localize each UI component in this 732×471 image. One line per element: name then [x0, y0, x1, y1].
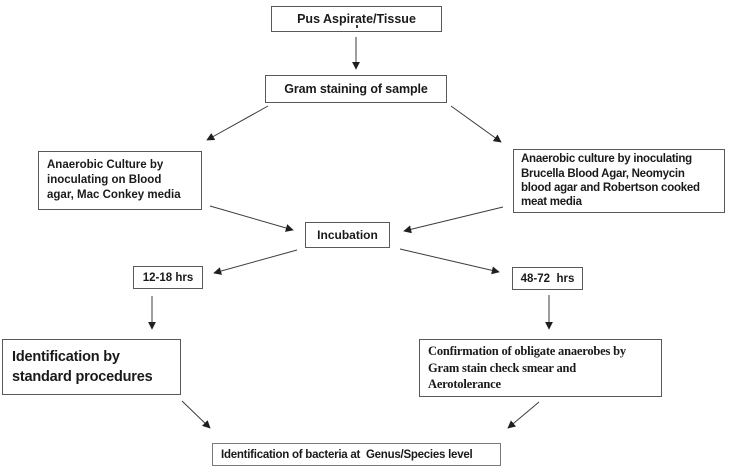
- genus-species-identification-label: Identification of bacteria at Genus/Spec…: [221, 448, 473, 461]
- gram-staining-label: Gram staining of sample: [284, 82, 428, 96]
- anaerobic-media-culture-label: Anaerobic culture by inoculating Brucell…: [521, 153, 700, 209]
- incubation-box: Incubation: [305, 222, 390, 248]
- anaerobic-media-culture-box: Anaerobic culture by inoculating Brucell…: [513, 149, 725, 213]
- duration-48-72-hrs-box: 48-72 hrs: [512, 267, 583, 290]
- confirmation-anaerobes-box: Confirmation of obligate anaerobes by Gr…: [419, 339, 662, 397]
- blood-agar-culture-box: Anaerobic Culture by inoculating on Bloo…: [38, 151, 202, 210]
- arrow-incubation-to-12-18: [213, 249, 298, 275]
- incubation-label: Incubation: [317, 228, 378, 242]
- identification-standard-label: Identification by standard procedures: [12, 348, 153, 385]
- arrow-confirmation-to-genus: [507, 401, 540, 429]
- arrow-gram-to-left-culture: [206, 105, 269, 141]
- duration-48-72-hrs-label: 48-72 hrs: [520, 272, 575, 285]
- duration-12-18-hrs-box: 12-18 hrs: [133, 266, 203, 289]
- arrow-left-culture-to-incubation: [209, 205, 294, 232]
- arrow-gram-to-right-culture: [450, 105, 502, 143]
- arrow-identification-to-genus: [181, 400, 211, 429]
- confirmation-anaerobes-label: Confirmation of obligate anaerobes by Gr…: [428, 343, 626, 392]
- genus-species-identification-box: Identification of bacteria at Genus/Spec…: [212, 443, 501, 466]
- pus-aspirate-label: Pus Aspirate/Tissue: [297, 12, 416, 26]
- pus-aspirate-box: Pus Aspirate/Tissue: [271, 6, 442, 32]
- gram-staining-box: Gram staining of sample: [265, 75, 447, 103]
- blood-agar-culture-label: Anaerobic Culture by inoculating on Bloo…: [47, 158, 181, 202]
- arrow-right-culture-to-incubation: [403, 206, 504, 234]
- identification-standard-box: Identification by standard procedures: [2, 339, 181, 395]
- arrow-incubation-to-48-72: [399, 248, 500, 275]
- stray-period-mark: [356, 25, 358, 28]
- duration-12-18-hrs-label: 12-18 hrs: [142, 271, 194, 284]
